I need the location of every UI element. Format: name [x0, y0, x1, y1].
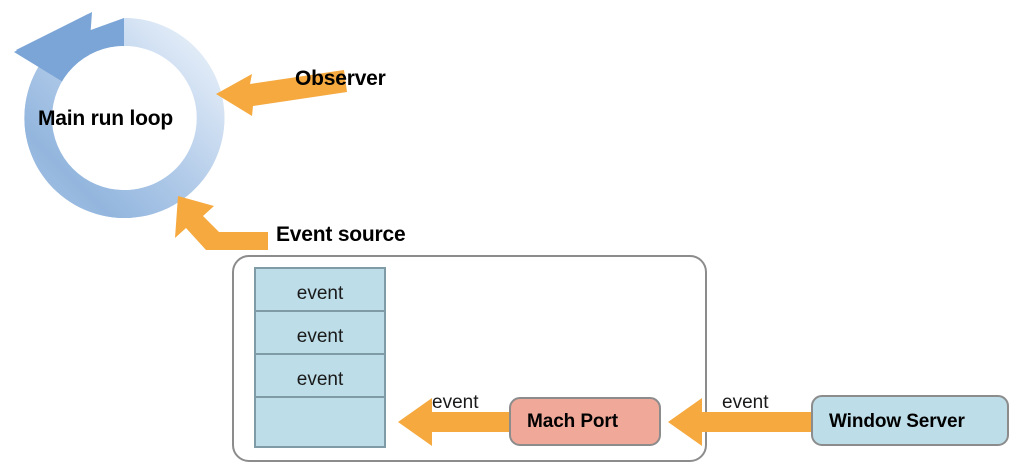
mach-port-box[interactable]	[509, 397, 661, 446]
mach-port-label: Mach Port	[527, 411, 618, 432]
event-source-arrow	[175, 196, 268, 250]
event-queue-cell[interactable]	[254, 353, 386, 398]
observer-arrow	[216, 70, 347, 116]
event-queue-cell[interactable]	[254, 267, 386, 312]
event-queue-cell-label: event	[296, 326, 344, 347]
event-queue-cell[interactable]	[254, 396, 386, 448]
event-queue-cell[interactable]	[254, 310, 386, 355]
main-run-loop-label: Main run loop	[38, 107, 174, 130]
mach-port-node[interactable]	[509, 397, 661, 446]
event-queue	[254, 267, 386, 448]
event-source-arrow-shape	[175, 196, 268, 250]
arrow-window-server-to-mach-port-shape	[668, 398, 812, 446]
window-server-label: Window Server	[829, 411, 965, 432]
arrow-window-server-to-mach-port	[668, 398, 812, 446]
arrow-mach-port-to-queue-shape	[398, 398, 512, 446]
window-server-node[interactable]	[811, 395, 1009, 446]
arrow-label-event-to-mach-port: event	[722, 392, 769, 413]
observer-label: Observer	[295, 67, 386, 90]
arrow-label-event-to-queue: event	[432, 392, 479, 413]
event-queue-cell-label: event	[296, 369, 344, 390]
main-run-loop-ring	[14, 12, 225, 218]
run-loop-inner-hole-final	[52, 46, 196, 190]
observer-arrow-shape	[216, 70, 347, 116]
window-server-box[interactable]	[811, 395, 1009, 446]
arrow-mach-port-to-queue	[398, 398, 512, 446]
event-source-label: Event source	[276, 223, 406, 246]
event-queue-cell-label: event	[296, 283, 344, 304]
